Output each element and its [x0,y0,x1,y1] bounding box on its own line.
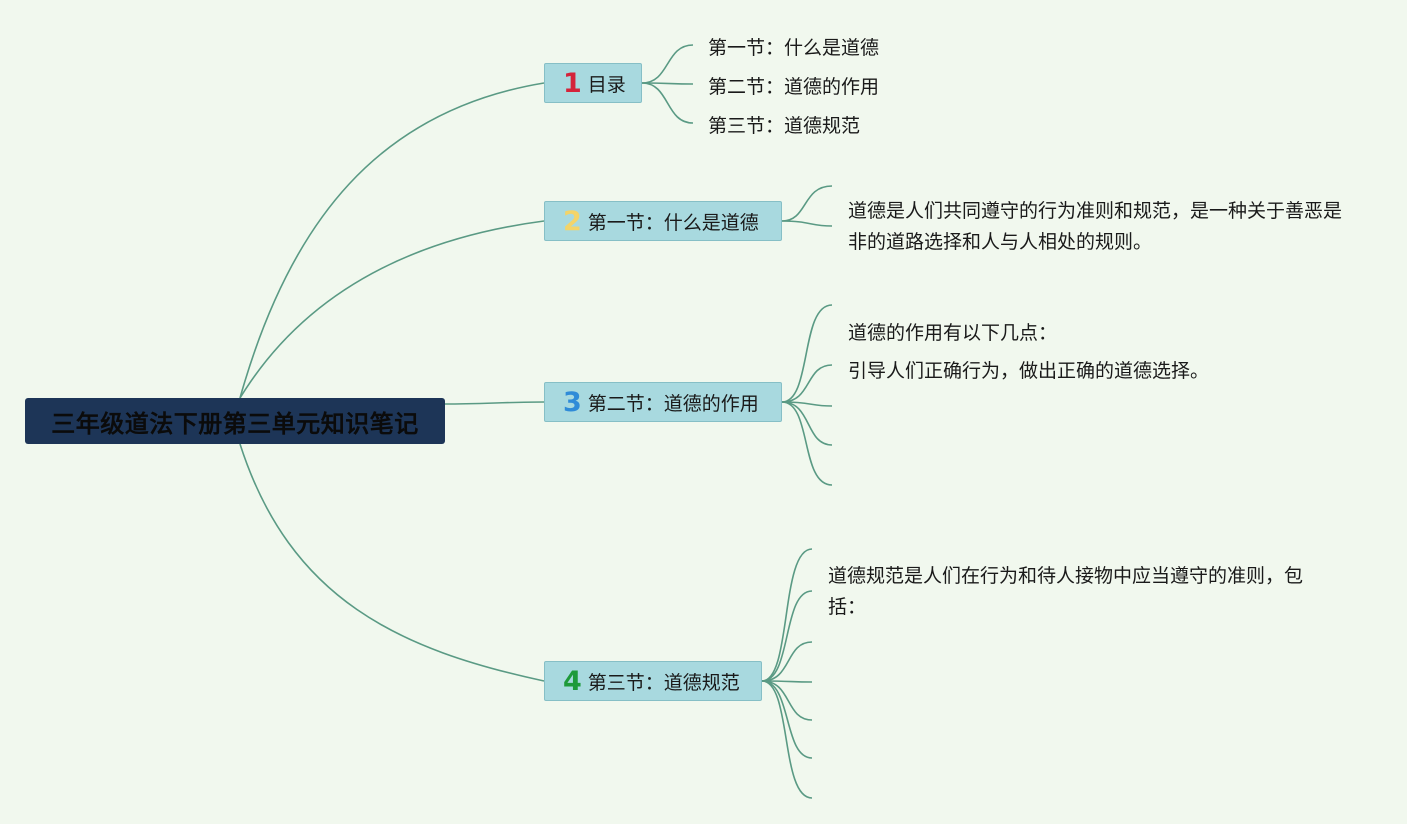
branch-node-section-3[interactable]: 4 第三节：道德规范 [544,661,762,701]
branch-label: 第三节：道德规范 [587,671,740,694]
leaf-function-intro[interactable]: 道德的作用有以下几点： [848,322,1058,344]
branch-number-badge: 1 [563,67,582,99]
connector-b1-c3 [641,82,694,124]
connector-b4-c3 [761,641,813,682]
leaf-toc-item-1[interactable]: 第一节：什么是道德 [708,37,880,59]
leaf-definition-text[interactable]: 道德是人们共同遵守的行为准则和规范，是一种关于善恶是非的道路选择和人与人相处的规… [848,200,1343,253]
root-title: 三年级道法下册第三单元知识笔记 [51,409,419,438]
connector-root-b4 [239,443,545,682]
root-node[interactable]: 三年级道法下册第三单元知识笔记 [25,398,445,444]
connector-root-b1 [239,82,545,399]
leaf-norms-text[interactable]: 道德规范是人们在行为和待人接物中应当遵守的准则，包括： [828,565,1304,618]
leaf-toc-item-3[interactable]: 第三节：道德规范 [708,115,861,137]
connector-b4-c7 [761,680,813,799]
branch-number-badge: 3 [563,386,582,418]
connector-root-b2 [239,220,545,399]
connector-b1-c1 [641,44,694,84]
branch-label: 第一节：什么是道德 [587,211,759,234]
branch-number-badge: 2 [563,205,582,237]
connector-b3-c5 [781,401,833,486]
leaf-toc-item-2[interactable]: 第二节：道德的作用 [708,76,880,98]
branch-label: 第二节：道德的作用 [587,392,759,415]
connector-b4-c2 [761,590,813,682]
connector-b2-c2 [781,220,833,227]
branch-number-badge: 4 [563,665,582,697]
branch-label: 目录 [587,73,626,96]
connector-b3-c2 [781,364,833,403]
leaf-function-item-1[interactable]: 引导人们正确行为，做出正确的道德选择。 [848,360,1210,382]
connector-b2-c1 [781,185,833,222]
connector-root-b3 [444,401,545,405]
branch-node-section-2[interactable]: 3 第二节：道德的作用 [544,382,782,422]
connector-b4-c5 [761,680,813,721]
branch-node-section-1[interactable]: 2 第一节：什么是道德 [544,201,782,241]
connector-b4-c6 [761,680,813,759]
connector-b3-c1 [781,304,833,403]
connector-b3-c4 [781,401,833,446]
branch-node-toc[interactable]: 1 目录 [544,63,642,103]
connector-b4-c1 [761,548,813,682]
